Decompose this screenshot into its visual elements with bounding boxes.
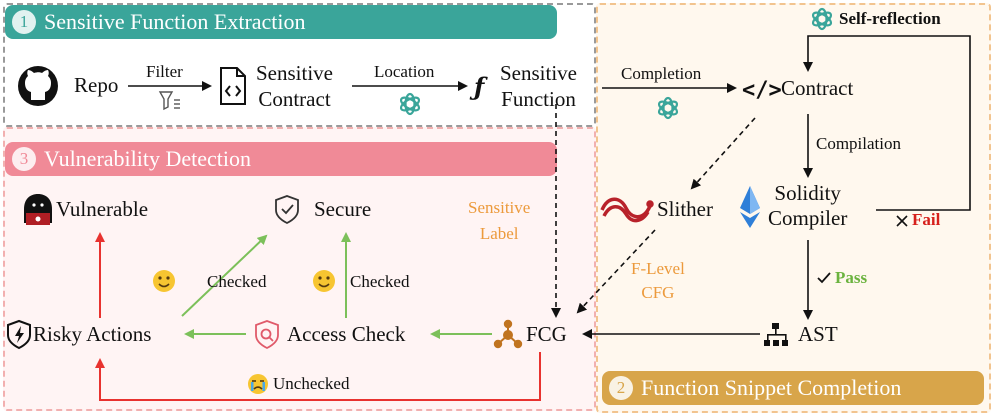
openai-icon bbox=[655, 96, 681, 120]
sensitive-contract-node: Sensitive Contract bbox=[256, 60, 333, 112]
label-line: Sensitive bbox=[468, 198, 531, 217]
fail-loop-arrow bbox=[803, 35, 971, 211]
section-number: 2 bbox=[609, 376, 633, 400]
label-line: F-Level bbox=[631, 259, 685, 278]
risky-to-secure-arrow bbox=[181, 234, 268, 317]
pass-label: Pass bbox=[835, 268, 868, 287]
section-banner-completion: 2 Function Snippet Completion bbox=[602, 371, 984, 405]
self-reflection-label: Self-reflection bbox=[839, 9, 941, 28]
network-icon bbox=[493, 319, 523, 349]
secure-node: Secure bbox=[314, 197, 372, 221]
ethereum-icon bbox=[740, 186, 760, 228]
section-number: 1 bbox=[12, 10, 36, 34]
unchecked-arrow bbox=[95, 352, 541, 401]
openai-icon bbox=[397, 92, 423, 116]
fcg-node: FCG bbox=[526, 322, 567, 346]
node-line: Sensitive bbox=[500, 61, 577, 85]
vulnerable-node: Vulnerable bbox=[56, 197, 149, 221]
hierarchy-icon bbox=[764, 323, 788, 346]
section-banner-detection: 3 Vulnerability Detection bbox=[5, 142, 557, 176]
slither-icon bbox=[600, 197, 654, 223]
node-line: Sensitive bbox=[256, 61, 333, 85]
smile-emoji-icon bbox=[313, 270, 335, 292]
file-code-icon bbox=[220, 67, 246, 105]
node-line: Compiler bbox=[768, 206, 848, 230]
checked-label: Checked bbox=[350, 272, 410, 291]
unchecked-label: Unchecked bbox=[273, 374, 350, 393]
hacker-icon bbox=[24, 194, 52, 225]
openai-icon bbox=[809, 7, 835, 31]
cross-icon bbox=[896, 215, 908, 227]
filter-icon bbox=[158, 91, 180, 111]
contract-node: Contract bbox=[781, 76, 854, 100]
solidity-compiler-node: Solidity Compiler bbox=[768, 181, 847, 231]
completion-label: Completion bbox=[621, 64, 702, 83]
filter-label: Filter bbox=[146, 62, 183, 81]
cry-emoji-icon bbox=[248, 374, 268, 394]
access-check-node: Access Check bbox=[287, 322, 406, 346]
function-icon: ƒ bbox=[469, 72, 488, 101]
checked-label: Checked bbox=[207, 272, 267, 291]
node-line: Contract bbox=[258, 87, 331, 111]
function-snippet-completion-region bbox=[596, 3, 991, 413]
risky-actions-node: Risky Actions bbox=[33, 322, 152, 346]
check-icon bbox=[817, 272, 831, 284]
code-brackets-icon: </> bbox=[742, 78, 782, 103]
github-icon bbox=[18, 66, 58, 106]
section-number: 3 bbox=[12, 147, 36, 171]
fail-label: Fail bbox=[912, 210, 941, 229]
section-banner-extraction: 1 Sensitive Function Extraction bbox=[5, 5, 557, 39]
repo-node: Repo bbox=[74, 73, 119, 97]
ast-node: AST bbox=[798, 322, 838, 346]
section-title: Vulnerability Detection bbox=[44, 146, 252, 171]
node-line: Function bbox=[501, 87, 576, 111]
shield-check-icon bbox=[275, 195, 299, 225]
slither-node: Slither bbox=[657, 197, 713, 221]
sensitive-label-label: Sensitive Label bbox=[468, 195, 530, 247]
contract-to-slither-arrow bbox=[690, 117, 756, 190]
flevel-cfg-label: F-Level CFG bbox=[631, 257, 685, 305]
slither-to-fcg-arrow bbox=[576, 229, 656, 314]
sensitive-function-extraction-region bbox=[3, 3, 596, 127]
label-line: Label bbox=[479, 224, 519, 243]
smile-emoji-icon bbox=[153, 270, 175, 292]
shield-search-icon bbox=[255, 320, 279, 350]
section-title: Sensitive Function Extraction bbox=[44, 9, 306, 34]
flash-shield-icon bbox=[7, 319, 31, 350]
label-line: CFG bbox=[641, 283, 675, 302]
compilation-label: Compilation bbox=[816, 134, 901, 153]
node-line: Solidity bbox=[774, 181, 841, 205]
location-label: Location bbox=[374, 62, 435, 81]
section-title: Function Snippet Completion bbox=[641, 375, 902, 400]
sensitive-function-node: Sensitive Function bbox=[500, 60, 577, 112]
